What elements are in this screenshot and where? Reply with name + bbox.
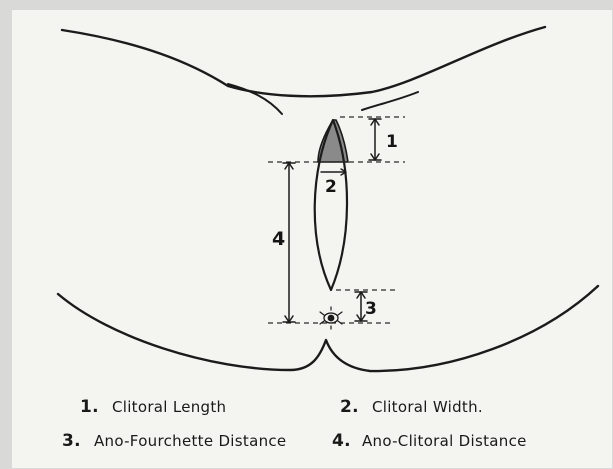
legend-num-1: 1. bbox=[80, 397, 99, 417]
upper-contour-line bbox=[60, 25, 547, 98]
legend-item-3: 3. Ano-Fourchette Distance bbox=[62, 431, 286, 451]
paper-background bbox=[12, 10, 612, 468]
clitoral-hood bbox=[317, 119, 349, 163]
measure-3-arrow bbox=[354, 291, 368, 322]
legend-text-1: Clitoral Length bbox=[112, 398, 226, 416]
left-labium-line bbox=[227, 83, 283, 115]
lower-contour-line bbox=[56, 284, 600, 373]
marker-2: 2 bbox=[325, 177, 337, 197]
right-labium-line bbox=[361, 91, 419, 111]
width-arrow-head bbox=[340, 168, 347, 176]
marker-1: 1 bbox=[386, 132, 398, 152]
legend-item-2: 2. Clitoral Width. bbox=[340, 397, 483, 417]
legend-num-4: 4. bbox=[332, 431, 351, 451]
legend-text-4: Ano-Clitoral Distance bbox=[362, 432, 527, 450]
legend: 1. Clitoral Length 2. Clitoral Width. 3.… bbox=[62, 397, 527, 451]
legend-num-2: 2. bbox=[340, 397, 359, 417]
legend-item-4: 4. Ano-Clitoral Distance bbox=[332, 431, 527, 451]
marker-3: 3 bbox=[365, 299, 377, 319]
legend-item-1: 1. Clitoral Length bbox=[80, 397, 226, 417]
measure-1-arrow bbox=[368, 118, 382, 161]
marker-4: 4 bbox=[272, 228, 285, 250]
legend-text-2: Clitoral Width. bbox=[372, 398, 483, 416]
legend-num-3: 3. bbox=[62, 431, 81, 451]
measure-4-arrow bbox=[282, 162, 296, 323]
legend-text-3: Ano-Fourchette Distance bbox=[94, 432, 286, 450]
